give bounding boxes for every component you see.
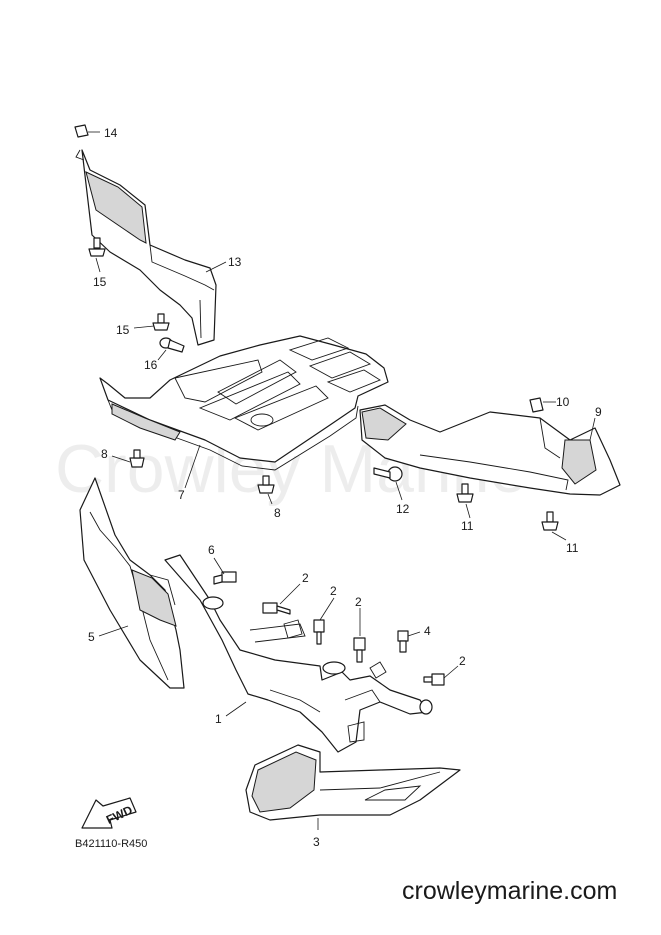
callout-13: 13 — [228, 255, 242, 269]
callout-1: 1 — [215, 712, 222, 726]
callout-4: 4 — [424, 624, 431, 638]
rivet-16 — [159, 337, 185, 353]
bolt-4 — [397, 630, 409, 653]
callouts: 14 15 13 15 16 8 7 8 10 9 11 11 12 6 2 2… — [88, 126, 602, 849]
callout-5: 5 — [88, 630, 95, 644]
footer-site-link[interactable]: crowleymarine.com — [402, 877, 618, 905]
callout-12: 12 — [396, 502, 410, 516]
callout-15-lower: 15 — [116, 323, 130, 337]
clip-10 — [529, 397, 544, 413]
leader-lines — [88, 131, 596, 830]
diagram-code: B421110-R450 — [75, 838, 148, 850]
bumper-frame — [164, 554, 433, 753]
rivet-12 — [373, 466, 403, 482]
bumper-cover — [79, 477, 185, 689]
side-guard-left — [75, 149, 217, 346]
lower-skid — [245, 744, 461, 821]
fwd-arrow-icon: FWD — [81, 797, 137, 829]
screw-11-left — [456, 483, 474, 503]
callout-2-c: 2 — [355, 595, 362, 609]
callout-11-left: 11 — [461, 519, 474, 533]
callout-2-a: 2 — [302, 571, 309, 585]
callout-3: 3 — [313, 835, 320, 849]
callout-10: 10 — [556, 395, 570, 409]
bolt-6 — [213, 571, 237, 585]
callout-2-b: 2 — [330, 584, 337, 598]
side-guard-right — [359, 404, 621, 496]
callout-2-d: 2 — [459, 654, 466, 668]
screw-8-right — [257, 475, 275, 494]
bolt-2-b — [313, 619, 325, 645]
callout-7: 7 — [178, 488, 185, 502]
clip-14 — [74, 124, 89, 138]
callout-8-left: 8 — [101, 447, 108, 461]
skid-plate-front — [99, 335, 389, 471]
callout-14: 14 — [104, 126, 118, 140]
screw-8-left — [129, 449, 145, 468]
callout-9: 9 — [595, 405, 602, 419]
callout-16: 16 — [144, 358, 158, 372]
callout-6: 6 — [208, 543, 215, 557]
screw-15-lower — [152, 313, 170, 331]
callout-11-right: 11 — [566, 541, 579, 555]
callout-8-right: 8 — [274, 506, 281, 520]
bolt-2-a — [262, 602, 291, 615]
bolt-2-c — [353, 637, 366, 663]
screw-15-upper — [88, 237, 106, 257]
bolt-2-d — [423, 673, 445, 686]
screw-11-right — [541, 511, 559, 531]
callout-15-upper: 15 — [93, 275, 107, 289]
